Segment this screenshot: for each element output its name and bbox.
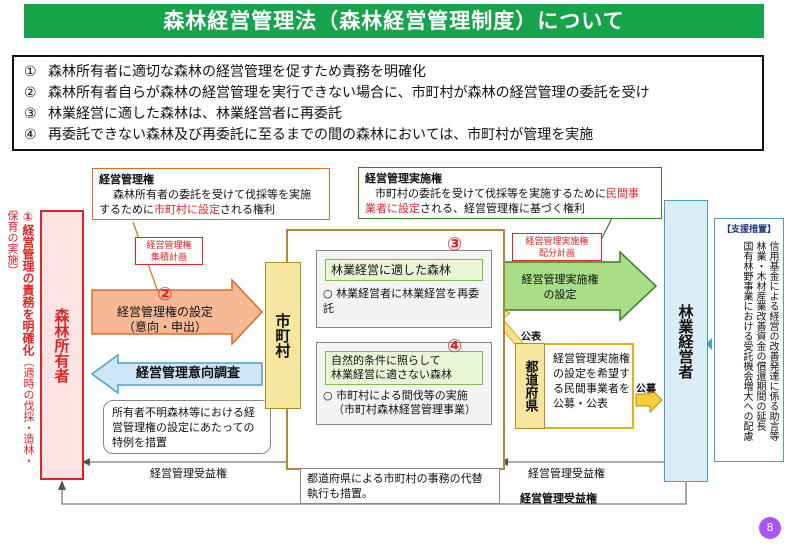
page-number: 8 — [759, 517, 781, 539]
municipality-column: 市町村 — [265, 262, 301, 409]
unsuitable-forest-text: ○ 市町村による間伐等の実施 （市町村森林経営管理事業） — [323, 389, 476, 416]
rights-callout: 経営管理権 森林所有者の委託を受けて伐採等を実施 するために市町村に設定される権… — [92, 168, 330, 220]
step-4-marker: ④ — [447, 336, 463, 357]
benefit-label-bottom: 経営管理受益権 — [520, 492, 597, 505]
page-title: 森林経営管理法（森林経営管理制度）について — [24, 4, 764, 38]
step-3-marker: ③ — [447, 234, 463, 255]
koubo-arrow — [635, 386, 663, 414]
impl-rights-label: 経営管理実施権の設定 — [521, 273, 599, 301]
unsuitable-forest-title: 自然的条件に照らして林業経営に適さない森林 — [325, 351, 483, 385]
unsuitable-forest-box: 自然的条件に照らして林業経営に適さない森林 ○ 市町村による間伐等の実施 （市町… — [316, 342, 492, 425]
impl-rights-arrow — [494, 250, 658, 322]
rights-callout-line2: するために市町村に設定される権利 — [99, 203, 275, 216]
owner-duty-note: ①経営管理の責務を明確化（適時の伐採・造林・保育の実施） — [6, 210, 35, 466]
rights-callout-line1: 森林所有者の委託を受けて伐採等を実施 — [113, 188, 311, 201]
suitable-forest-title: 林業経営に適した森林 — [325, 259, 483, 281]
rights-callout-title: 経営管理権 — [99, 173, 154, 186]
support-lines: 信用基金による経営の改善発達に係る助言等 林業・木材産業改善資金の償還期間の延長… — [741, 241, 778, 441]
set-rights-arrow — [91, 278, 264, 346]
proxy-note: 都道府県による市町村の事務の代替執行も措置。 — [300, 468, 500, 504]
suitable-forest-text: ○ 林業経営者に林業経営を再委託 — [323, 287, 480, 315]
benefit-label-left: 経営管理受益権 — [150, 467, 227, 480]
survey-label: 経営管理意向調査 — [135, 366, 240, 381]
special-measure-box: 所有者不明森林等における経営管理権の設定にあたっての特例を措置 — [103, 400, 271, 454]
suitable-forest-box: 林業経営に適した森林 ○ 林業経営者に林業経営を再委託 — [316, 250, 492, 328]
rights-plan-box: 経営管理権集積計画 — [135, 237, 203, 265]
prefecture-column: 都道府県 — [515, 343, 545, 429]
support-measures-box: 【支援措置】 信用基金による経営の改善発達に係る助言等 林業・木材産業改善資金の… — [714, 218, 784, 462]
support-title: 【支援措置】 — [721, 225, 776, 235]
benefit-label-right: 経営管理受益権 — [528, 467, 605, 480]
set-rights-label: ② 経営管理権の設定 （意向・申出） — [116, 284, 213, 334]
survey-arrow — [90, 353, 263, 395]
impl-callout-line2: 業者に設定される、経営管理権に基づく権利 — [365, 202, 585, 215]
impl-callout: 経営管理実施権 市町村の委託を受けて伐採等を実施するために民間事 業者に設定され… — [358, 167, 662, 219]
forestry-operator-column: 林業経営者 — [664, 200, 708, 482]
prefecture-text: 経営管理実施権の設定を希望する民間事業者を公募・公表 — [553, 352, 630, 410]
kouhyou-label: 公表 — [521, 332, 541, 343]
impl-plan-box: 経営管理実施権配分計画 — [512, 233, 602, 261]
forest-owner-column: 森林所有者 — [40, 210, 84, 480]
impl-callout-line1: 市町村の委託を受けて伐採等を実施するために民間事 — [375, 187, 639, 200]
impl-callout-title: 経営管理実施権 — [365, 172, 442, 185]
koubo-label: 公募 — [636, 384, 656, 395]
